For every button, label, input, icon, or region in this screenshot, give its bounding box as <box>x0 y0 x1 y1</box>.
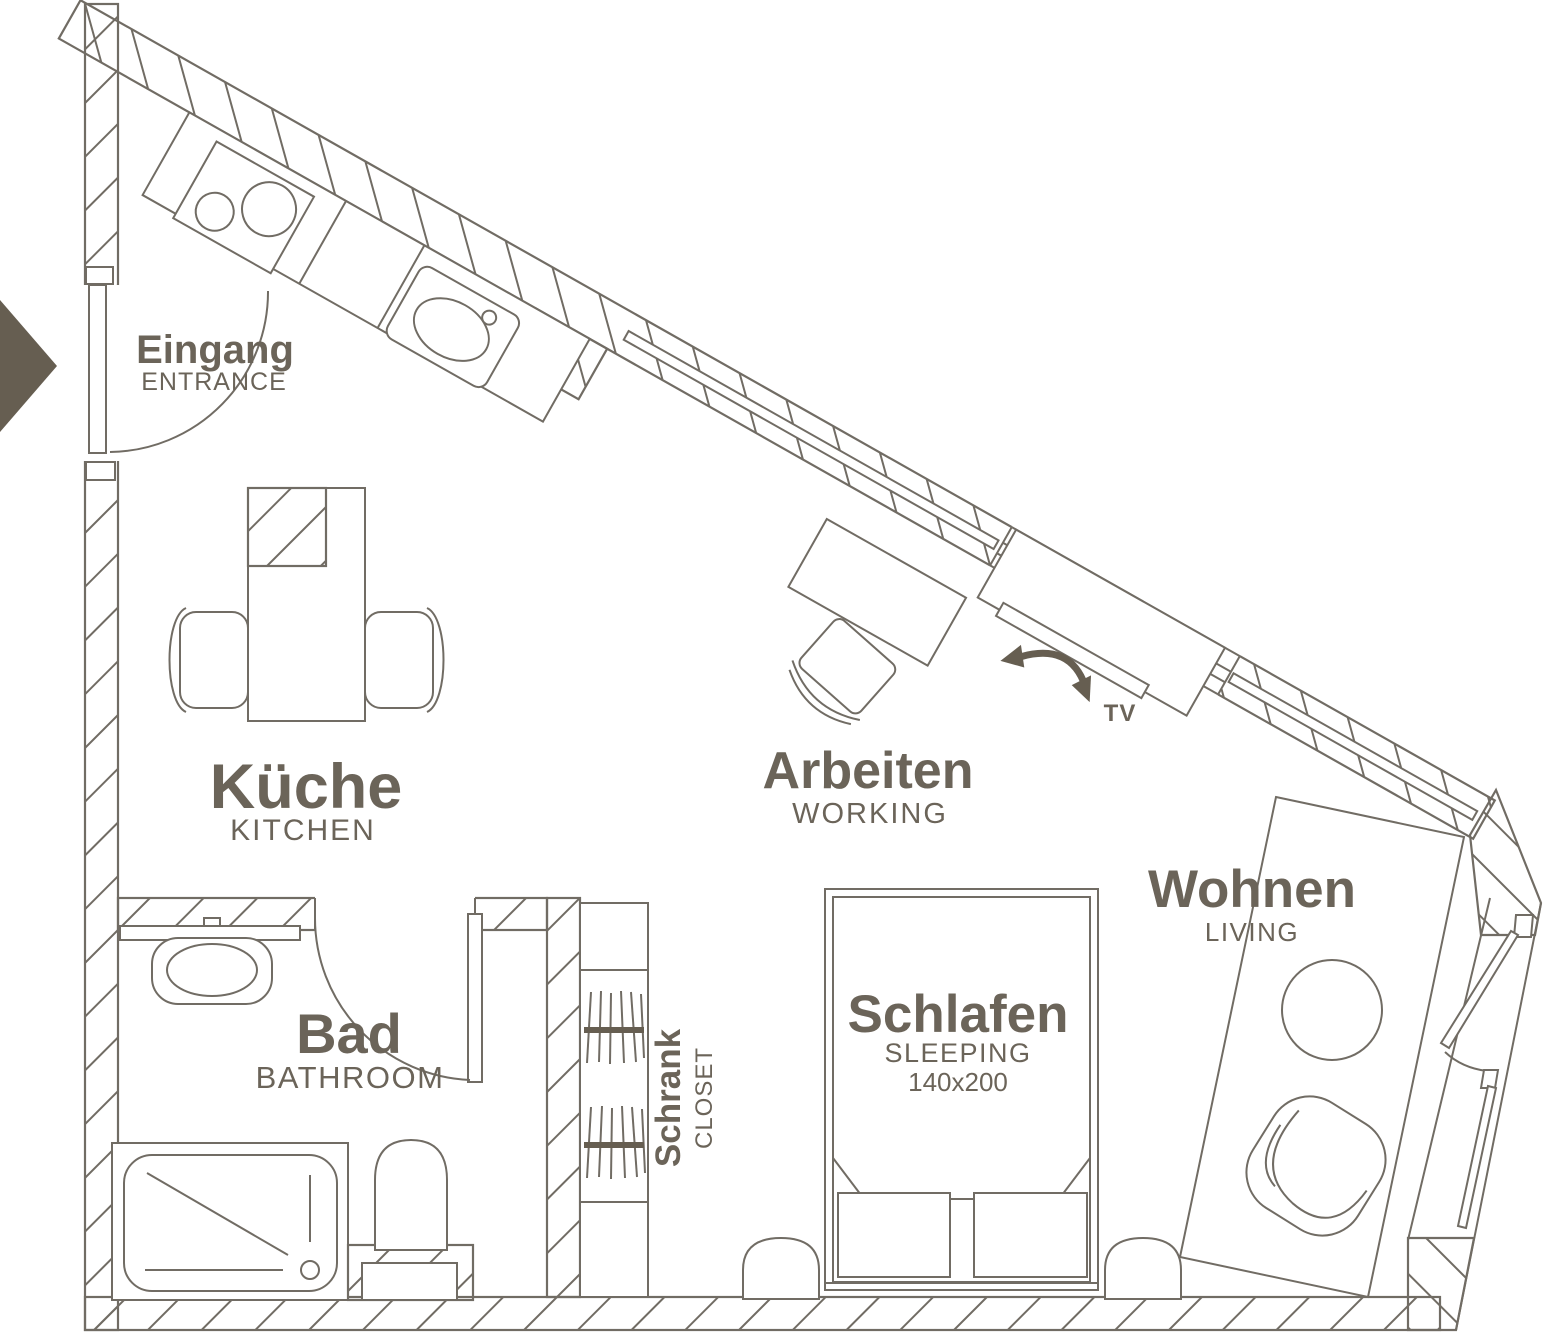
armchair-seat-line <box>1272 1109 1368 1219</box>
entrance-label-en: ENTRANCE <box>141 368 287 396</box>
living-glass-door <box>1439 914 1535 1230</box>
wall-right-outer-edge <box>1455 902 1542 1331</box>
kitchen-label-de: Küche <box>210 752 403 822</box>
entrance-door-leaf <box>88 284 107 454</box>
dining-set <box>168 486 445 722</box>
bathroom-sink <box>151 937 273 1005</box>
working-label-de: Arbeiten <box>763 742 974 800</box>
entrance-jamb-top <box>85 266 114 285</box>
coffee-table <box>1281 959 1383 1061</box>
wall-bottom <box>83 1295 1442 1332</box>
room-labels: Eingang ENTRANCE Küche KITCHEN Arbeiten … <box>136 328 1356 1167</box>
closet-rail <box>584 1027 644 1033</box>
kitchen-sink-basin <box>412 297 490 362</box>
bathroom-fixtures <box>111 917 475 1302</box>
working-group <box>787 517 1227 726</box>
stove <box>171 140 316 275</box>
stool-right <box>1104 1236 1182 1300</box>
armchair <box>1245 1095 1387 1237</box>
bathroom-label-de: Bad <box>296 1002 402 1065</box>
closet-group <box>579 902 649 1298</box>
kitchen-counter-group <box>141 111 592 423</box>
kitchen-sink <box>385 265 521 389</box>
dining-chair-left <box>179 611 249 709</box>
living-label-de: Wohnen <box>1148 860 1356 919</box>
stool-left <box>742 1236 820 1300</box>
dining-table-hatch <box>246 486 328 568</box>
closet-label-de: Schrank <box>649 1028 688 1167</box>
glass-door-jamb-mid <box>1479 1069 1500 1089</box>
fixed-glazing-panel <box>1456 1084 1498 1230</box>
toilet-cistern <box>361 1262 458 1301</box>
wall-right-inner-edge <box>1407 897 1491 1241</box>
working-label-en: WORKING <box>792 798 948 830</box>
glass-door-swing-arc <box>1444 1051 1488 1072</box>
bed-size-label: 140x200 <box>908 1067 1008 1097</box>
shower-tray <box>123 1154 338 1292</box>
pillow-left <box>837 1192 951 1278</box>
wall-cavity-strip <box>1227 671 1479 822</box>
dining-chair-back <box>168 607 187 713</box>
closet-label-en: CLOSET <box>691 1047 718 1149</box>
counter-divider <box>298 200 347 285</box>
shower-slope-line <box>146 1172 289 1256</box>
shower-drain <box>300 1260 320 1280</box>
tv-label: TV <box>1104 700 1137 727</box>
desk-chair <box>788 618 897 726</box>
desk-chair-back <box>788 669 852 726</box>
closet-rail <box>584 1142 644 1148</box>
desk-chair-back <box>791 660 861 722</box>
tv-swivel-arrow-icon <box>1000 644 1092 703</box>
wall-bathroom-right <box>545 896 582 1299</box>
bathroom-door-leaf <box>467 913 483 1083</box>
toilet <box>374 1138 448 1251</box>
stove-burner-large <box>241 181 298 238</box>
armchair-body <box>1245 1095 1387 1237</box>
pillow-right <box>973 1192 1088 1278</box>
wall-left <box>83 2 120 1332</box>
kitchen-sink-tap <box>481 309 498 326</box>
wall-cavity-strip <box>622 329 1000 551</box>
entrance-door-swing-arc <box>109 290 270 453</box>
entrance-label-de: Eingang <box>136 328 294 372</box>
sleeping-label-en: SLEEPING <box>884 1038 1031 1068</box>
desk <box>787 517 968 668</box>
counter-divider <box>376 244 426 329</box>
sleeping-label-de: Schlafen <box>848 985 1069 1044</box>
bathroom-door-opening <box>315 896 475 932</box>
desk-chair-seat <box>798 618 897 715</box>
bed-group <box>742 888 1182 1300</box>
working-window-jamb <box>989 526 1013 566</box>
glass-door-leaf <box>1439 929 1520 1050</box>
dining-chair-back <box>426 607 445 713</box>
dining-chair-right <box>364 611 434 709</box>
working-window-jamb <box>1217 655 1241 695</box>
stove-burner-small <box>194 191 235 232</box>
bathroom-door-swing-arc <box>313 917 471 1081</box>
living-group <box>1178 795 1466 1299</box>
closet-body <box>579 902 649 1298</box>
kitchen-label-en: KITCHEN <box>230 814 376 847</box>
bathroom-label-en: BATHROOM <box>256 1060 445 1095</box>
entrance-jamb-bottom <box>85 461 116 481</box>
entrance-arrow-icon <box>0 300 57 432</box>
glass-door-jamb-top <box>1512 914 1535 938</box>
armchair-arm-line <box>1264 1124 1282 1188</box>
living-label-en: LIVING <box>1205 917 1299 947</box>
wall-bottom-right-block <box>1406 1236 1476 1332</box>
bathroom-sink-basin <box>166 943 258 997</box>
